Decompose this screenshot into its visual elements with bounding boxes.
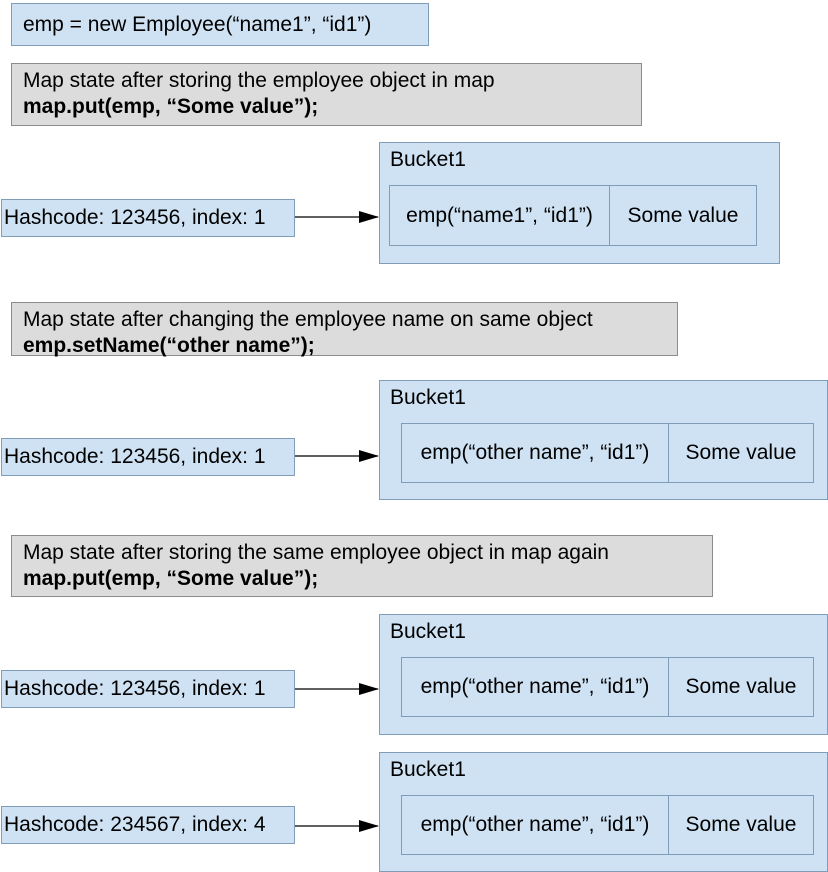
- bucket-entry: emp(“other name”, “id1”) Some value: [401, 657, 814, 717]
- entry-value: Some value: [669, 658, 813, 716]
- entry-key-text: emp(“other name”, “id1”): [420, 675, 650, 698]
- entry-value: Some value: [610, 186, 756, 245]
- bucket-title: Bucket1: [390, 620, 466, 643]
- bucket-title: Bucket1: [390, 758, 466, 781]
- bucket-entry: emp(“other name”, “id1”) Some value: [401, 795, 814, 855]
- state-note-3: Map state after storing the same employe…: [11, 535, 713, 597]
- bucket-box: Bucket1 emp(“name1”, “id1”) Some value: [379, 142, 780, 264]
- entry-key: emp(“other name”, “id1”): [402, 424, 669, 482]
- state-note-text: Map state after storing the employee obj…: [23, 69, 495, 92]
- bucket-title: Bucket1: [390, 386, 466, 409]
- entry-value: Some value: [669, 796, 813, 854]
- entry-key: emp(“name1”, “id1”): [390, 186, 610, 245]
- bucket-entry: emp(“name1”, “id1”) Some value: [389, 185, 757, 246]
- hashcode-label: Hashcode: 234567, index: 4: [4, 813, 266, 836]
- state-note-text: Map state after changing the employee na…: [23, 308, 593, 331]
- entry-key-text: emp(“other name”, “id1”): [420, 441, 650, 464]
- entry-key: emp(“other name”, “id1”): [402, 658, 669, 716]
- entry-value-text: Some value: [685, 441, 797, 464]
- hashcode-box: Hashcode: 234567, index: 4: [1, 806, 295, 844]
- bucket-box: Bucket1 emp(“other name”, “id1”) Some va…: [379, 614, 828, 735]
- hashcode-label: Hashcode: 123456, index: 1: [4, 206, 266, 229]
- entry-value: Some value: [669, 424, 813, 482]
- state-note-1: Map state after storing the employee obj…: [11, 63, 642, 126]
- constructor-code-box: emp = new Employee(“name1”, “id1”): [11, 3, 429, 46]
- entry-value-text: Some value: [627, 203, 739, 227]
- entry-key-text: emp(“other name”, “id1”): [420, 813, 650, 836]
- state-note-code: map.put(emp, “Some value”);: [23, 95, 319, 118]
- state-note-code: map.put(emp, “Some value”);: [23, 567, 319, 590]
- hashcode-box: Hashcode: 123456, index: 1: [1, 670, 295, 708]
- bucket-box: Bucket1 emp(“other name”, “id1”) Some va…: [379, 380, 828, 500]
- bucket-entry: emp(“other name”, “id1”) Some value: [401, 423, 814, 483]
- bucket-box: Bucket1 emp(“other name”, “id1”) Some va…: [379, 752, 828, 872]
- state-note-code: emp.setName(“other name”);: [23, 334, 315, 357]
- hashcode-label: Hashcode: 123456, index: 1: [4, 677, 266, 700]
- entry-value-text: Some value: [685, 675, 797, 698]
- state-note-2: Map state after changing the employee na…: [11, 302, 678, 357]
- hashcode-label: Hashcode: 123456, index: 1: [4, 445, 266, 468]
- entry-key: emp(“other name”, “id1”): [402, 796, 669, 854]
- constructor-code-text: emp = new Employee(“name1”, “id1”): [23, 12, 372, 36]
- bucket-title: Bucket1: [390, 148, 466, 171]
- entry-value-text: Some value: [685, 813, 797, 836]
- entry-key-text: emp(“name1”, “id1”): [406, 203, 593, 227]
- hashcode-box: Hashcode: 123456, index: 1: [1, 199, 295, 237]
- hashcode-box: Hashcode: 123456, index: 1: [1, 438, 295, 476]
- state-note-text: Map state after storing the same employe…: [23, 541, 609, 564]
